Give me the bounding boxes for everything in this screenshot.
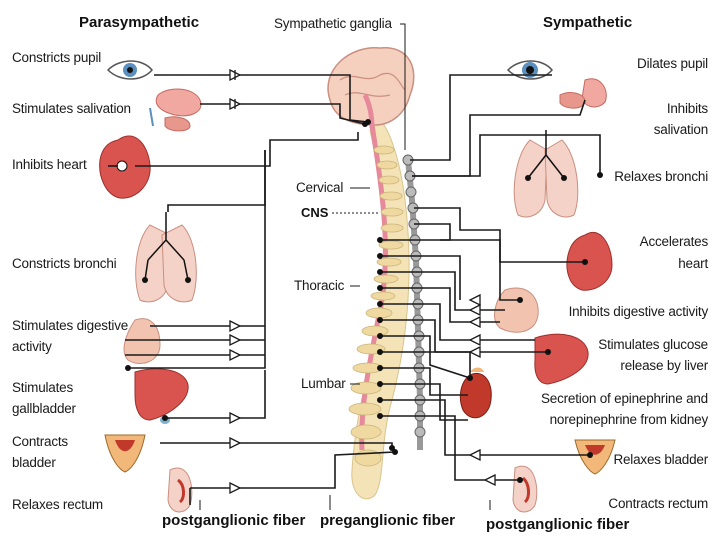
label-salivation: salivation	[653, 122, 708, 137]
label-constricts-bronchi: Constricts bronchi	[12, 256, 117, 271]
liver-left	[134, 368, 189, 424]
label-postganglionic-right: postganglionic fiber	[486, 516, 630, 533]
label-inhibits-heart: Inhibits heart	[12, 157, 87, 172]
spinal-nerve-dots	[125, 119, 603, 483]
label-stimulates-digestive: Stimulates digestive	[12, 318, 129, 333]
label-contracts: Contracts	[12, 434, 68, 449]
label-constricts-pupil: Constricts pupil	[12, 50, 102, 65]
label-relaxes-rectum: Relaxes rectum	[12, 497, 103, 512]
label-stimulates-salivation: Stimulates salivation	[12, 101, 131, 116]
label-accelerates: Accelerates	[639, 234, 709, 249]
heart-right	[566, 232, 613, 291]
parasympathetic-header: Parasympathetic	[79, 14, 200, 31]
label-inhibits: Inhibits	[666, 101, 708, 116]
sympathetic-header: Sympathetic	[543, 14, 633, 31]
label-digestive-activity: activity	[12, 339, 52, 354]
label-stimulates: Stimulates	[12, 380, 74, 395]
label-thoracic: Thoracic	[294, 278, 345, 293]
lungs-right	[513, 130, 579, 218]
label-dilates-pupil: Dilates pupil	[637, 56, 708, 71]
label-leaders	[199, 23, 491, 510]
label-contracts-rectum: Contracts rectum	[608, 496, 708, 511]
sympathetic-ganglia-label: Sympathetic ganglia	[274, 16, 392, 31]
label-relaxes-bladder: Relaxes bladder	[613, 452, 708, 467]
right-organs	[459, 60, 616, 513]
eye-left	[106, 60, 153, 80]
left-organs	[99, 60, 202, 513]
label-relaxes-bronchi: Relaxes bronchi	[614, 169, 708, 184]
eye-right	[506, 60, 553, 80]
label-cns: CNS	[301, 205, 329, 220]
salivary-glands-left	[149, 88, 202, 132]
brain	[327, 47, 415, 129]
label-heart: heart	[678, 256, 708, 271]
bladder-right	[574, 439, 616, 475]
lungs-left	[135, 212, 197, 303]
bladder-left	[104, 434, 146, 473]
liver-right	[534, 333, 589, 385]
parasympathetic-ganglia	[229, 68, 242, 495]
rectum-left	[167, 467, 193, 513]
label-preganglionic: preganglionic fiber	[320, 512, 456, 529]
label-stimulates-glucose: Stimulates glucose	[598, 337, 708, 352]
sympathetic-ganglia	[468, 293, 496, 487]
label-bladder: bladder	[12, 455, 56, 470]
stomach-left	[123, 318, 161, 364]
label-lumbar: Lumbar	[301, 376, 346, 391]
label-norepinephrine-kidney: norepinephrine from kidney	[549, 412, 709, 427]
label-inhibits-digestive: Inhibits digestive activity	[568, 304, 709, 319]
label-postganglionic-left: postganglionic fiber	[162, 512, 306, 529]
kidney-right	[459, 367, 492, 419]
rectum-right	[512, 465, 538, 513]
label-secretion-epinephrine: Secretion of epinephrine and	[540, 391, 708, 406]
heart-left	[99, 135, 151, 199]
label-cervical: Cervical	[296, 180, 344, 195]
label-release-by-liver: release by liver	[620, 358, 708, 373]
spinal-column	[348, 119, 410, 500]
label-gallbladder: gallbladder	[12, 401, 76, 416]
